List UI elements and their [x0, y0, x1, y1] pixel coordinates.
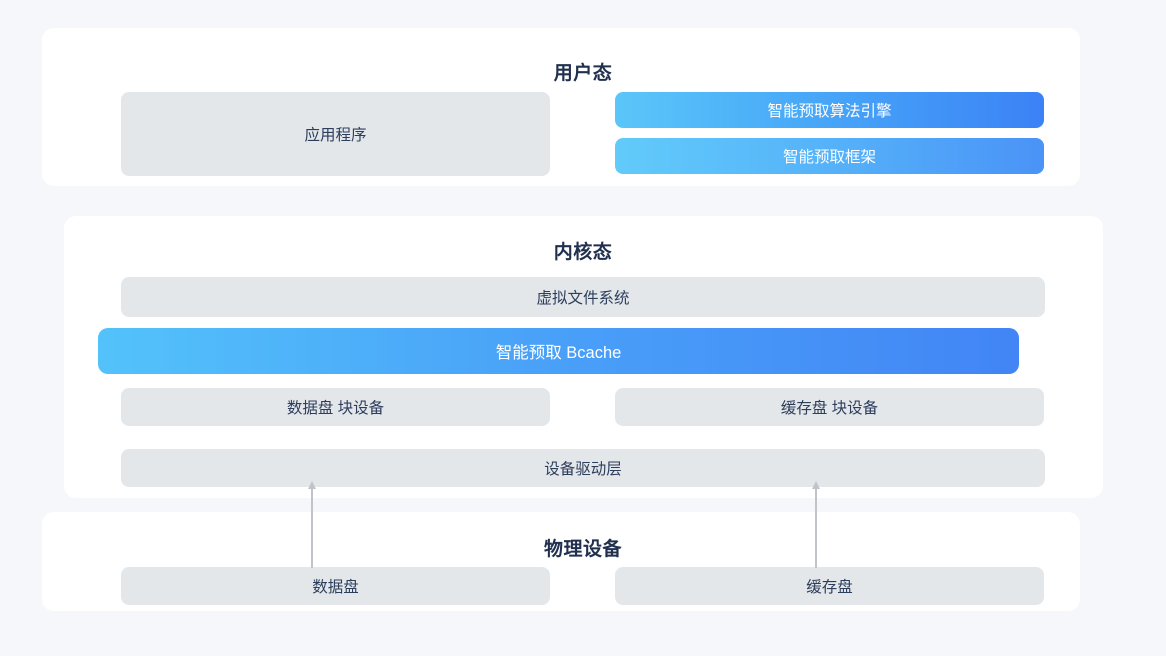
- cache-disk-box: 缓存盘: [615, 567, 1044, 605]
- user-mode-title: 用户态: [553, 63, 613, 84]
- device-driver-layer-box: 设备驱动层: [121, 449, 1045, 487]
- prefetch-bcache-box: 智能预取 Bcache: [98, 328, 1019, 374]
- prefetch-algorithm-engine-box: 智能预取算法引擎: [615, 92, 1044, 128]
- cache-disk-block-device-box: 缓存盘 块设备: [615, 388, 1044, 426]
- physical-device-title: 物理设备: [543, 539, 622, 560]
- data-disk-block-device-box: 数据盘 块设备: [121, 388, 550, 426]
- virtual-file-system-box: 虚拟文件系统: [121, 277, 1045, 317]
- prefetch-framework-box: 智能预取框架: [615, 138, 1044, 174]
- application-box: 应用程序: [121, 92, 550, 176]
- kernel-mode-title: 内核态: [553, 242, 613, 263]
- data-disk-box: 数据盘: [121, 567, 550, 605]
